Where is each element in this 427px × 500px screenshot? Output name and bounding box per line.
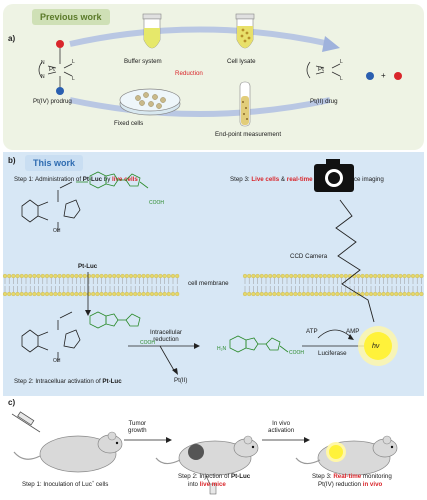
c-step3-monitoring-line2: Pt(IV) reduction in vivo — [318, 481, 383, 488]
prodrug-n-bottom: N — [41, 74, 45, 80]
panel-b-letter: b) — [8, 156, 16, 165]
endpoint-label: End-point measurement — [215, 131, 282, 138]
lysate-label: Cell lysate — [227, 58, 256, 65]
fixed-cells-label: Fixed cells — [114, 120, 144, 127]
bioluminescence-glow — [358, 326, 398, 366]
endpoint-tube — [239, 81, 251, 127]
pt2-label: Pt(II) — [174, 377, 188, 384]
drug-l-top: L — [340, 59, 343, 65]
previous-work-header: Previous work — [32, 9, 110, 25]
cooh-amino: COOH — [289, 350, 304, 356]
amp-label: AMP — [346, 328, 360, 335]
tumor-growth-label: Tumor growth — [128, 420, 147, 434]
intracellular-reduction-label: Intracellular reduction — [150, 329, 182, 343]
top-curve-arrow — [69, 26, 331, 47]
pt2-drug-structure — [306, 61, 341, 79]
released-red-ligand — [394, 72, 402, 80]
pt-luc-label: Pt-Luc — [78, 263, 98, 270]
mouse-2 — [155, 435, 259, 495]
drug-pt: Pt — [318, 66, 324, 73]
step2-activation: Step 2: Intracelluar activation of Pt-Lu… — [14, 378, 122, 385]
oh-bottom: OH — [53, 358, 61, 364]
c-step1-inoculation: Step 1: Inoculation of Luc+ cells — [22, 479, 109, 489]
buffer-tube — [142, 13, 162, 49]
benzothiazole-luciferin-bottom — [89, 311, 141, 329]
pt2-release-arrow — [159, 345, 176, 373]
drug-label: Pt(II) drug — [310, 98, 338, 105]
light-path — [335, 199, 375, 323]
prodrug-n-top: N — [41, 60, 45, 66]
buffer-label: Buffer system — [124, 58, 162, 65]
top-arrowhead — [322, 36, 340, 52]
prodrug-l-bottom: L — [72, 76, 75, 82]
camera-icon — [314, 159, 354, 192]
cell-membrane — [2, 273, 424, 297]
axial-ligand-blue — [56, 87, 64, 95]
reduction-label: Reduction — [175, 70, 203, 77]
benzothiazole-luciferin-top — [89, 171, 149, 189]
panel-a-diagram — [38, 13, 402, 127]
pt-luc-structure-top — [21, 181, 88, 232]
c-step2-injection-line2: into live mice — [188, 481, 226, 488]
drug-l-bottom: L — [340, 76, 343, 82]
h2n-amino: H₂N — [217, 346, 227, 352]
panel-b-diagram — [2, 159, 424, 375]
prodrug-pt: Pt — [49, 66, 55, 73]
hv-label: hν — [372, 343, 380, 350]
c-step2-injection-line1: Step 2: Injection of Pt-Luc — [178, 473, 251, 480]
pt-luc-structure-bottom — [21, 311, 81, 362]
lysate-tube — [235, 13, 255, 49]
syringe-icon — [11, 411, 41, 433]
luciferase-label: Luciferase — [318, 350, 347, 357]
ccd-camera-label: CCD Camera — [290, 253, 328, 260]
c-step3-monitoring-line1: Step 3: Real-time monitoring — [312, 473, 392, 480]
this-work-header: This work — [25, 155, 84, 171]
panel-c-diagram — [11, 411, 398, 495]
cooh-bottom: COOH — [140, 340, 155, 346]
mouse-3 — [295, 435, 398, 476]
panel-a-letter: a) — [8, 34, 16, 43]
mouse-1 — [13, 431, 123, 473]
axial-ligand-red — [56, 40, 64, 48]
tumor — [188, 444, 204, 460]
bottom-curve-arrow — [69, 97, 331, 117]
panel-c-letter: c) — [8, 398, 16, 407]
in-vivo-activation-label: In vivo activation — [268, 420, 295, 434]
membrane-label: cell membrane — [188, 280, 229, 287]
cooh-top: COOH — [149, 200, 164, 206]
atp-label: ATP — [306, 328, 318, 335]
step1-administration: Step 1: Administration of Pt-Luc by live… — [14, 176, 138, 183]
petri-dish — [119, 88, 181, 116]
prodrug-l-top: L — [72, 59, 75, 65]
released-blue-ligand — [366, 72, 374, 80]
prodrug-label: Pt(IV) prodrug — [33, 98, 72, 105]
aminoluciferin — [229, 335, 289, 353]
oh-top: OH — [53, 228, 61, 234]
atp-amp-arc — [317, 329, 353, 339]
pt4-prodrug-structure — [38, 40, 73, 95]
plus-1: + — [381, 71, 386, 80]
